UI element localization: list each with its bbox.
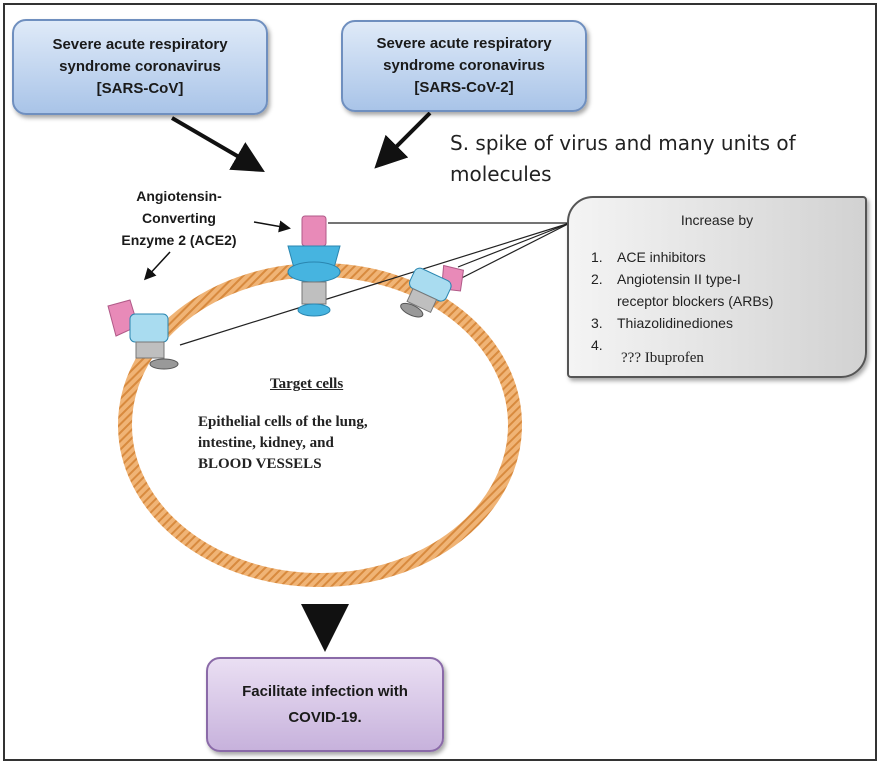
arrow-ace2-down [143,251,171,281]
ace2-receptor-right [400,264,465,318]
sars-cov2-box: Severe acute respiratory syndrome corona… [341,20,587,112]
list-item: 4. [591,334,855,356]
arrow-sars-cov [170,116,265,173]
list-item: 1. ACE inhibitors [591,246,855,268]
ace2-receptor-left [107,299,179,370]
sars-cov-line2: syndrome coronavirus [59,58,221,75]
ace2-receptor-top [287,215,341,317]
list-item-text: ACE inhibitors [617,249,706,265]
list-item-number: 3. [591,315,603,331]
increase-by-title: Increase by [680,212,754,228]
sars-cov2-line2: syndrome coronavirus [383,57,545,74]
facilitate-box: Facilitate infection with COVID-19. [206,657,444,752]
sars-cov-line3: [SARS-CoV] [96,80,184,97]
list-item: 2. Angiotensin II type-I [591,268,855,290]
ace2-label-line2: Converting [142,210,216,226]
list-item-number: 2. [591,271,603,287]
target-cells-line3: BLOOD VESSELS [198,456,322,472]
list-item-number: 1. [591,249,603,265]
facilitate-line1: Facilitate infection with [242,682,408,700]
increase-by-list: 1. ACE inhibitors 2. Angiotensin II type… [591,246,855,367]
list-item-text: receptor blockers (ARBs) [617,293,774,309]
target-cells-description: Epithelial cells of the lung, intestine,… [198,412,478,475]
target-cells-heading: Target cells [270,376,344,392]
connector-line-left [179,222,571,346]
list-item-text: Thiazolidinediones [617,315,733,331]
spike-note-line2: molecules [450,162,552,186]
spike-note: S. spike of virus and many units of mole… [450,128,830,190]
list-item-number [591,290,617,312]
arrow-ace2-right [253,220,291,233]
outer-frame [3,3,877,761]
sars-cov-line1: Severe acute respiratory [52,36,228,53]
connector-line-right2 [457,222,571,268]
ace2-label-line1: Angiotensin- [136,188,222,204]
facilitate-line2: COVID-19. [288,708,362,726]
sars-cov2-line1: Severe acute respiratory [376,35,552,52]
list-item-text: Angiotensin II type-I [617,271,741,287]
sars-cov2-line3: [SARS-CoV-2] [414,79,514,96]
target-cells-line1: Epithelial cells of the lung, [198,414,368,430]
arrow-sars-cov2 [374,111,432,169]
ace2-label-line3: Enzyme 2 (ACE2) [121,232,237,248]
list-item: 3. Thiazolidinediones [591,312,855,334]
target-cells-line2: intestine, kidney, and [198,435,334,451]
list-item: receptor blockers (ARBs) [591,290,855,312]
list-item-number: 4. [591,337,603,353]
ace2-label: Angiotensin- Converting Enzyme 2 (ACE2) [104,185,254,251]
ibuprofen-item: ??? Ibuprofen [621,350,704,366]
spike-note-line1: S. spike of virus and many units of [450,131,796,155]
sars-cov-box: Severe acute respiratory syndrome corona… [12,19,268,115]
increase-by-box: Increase by 1. ACE inhibitors 2. Angiote… [567,196,867,378]
